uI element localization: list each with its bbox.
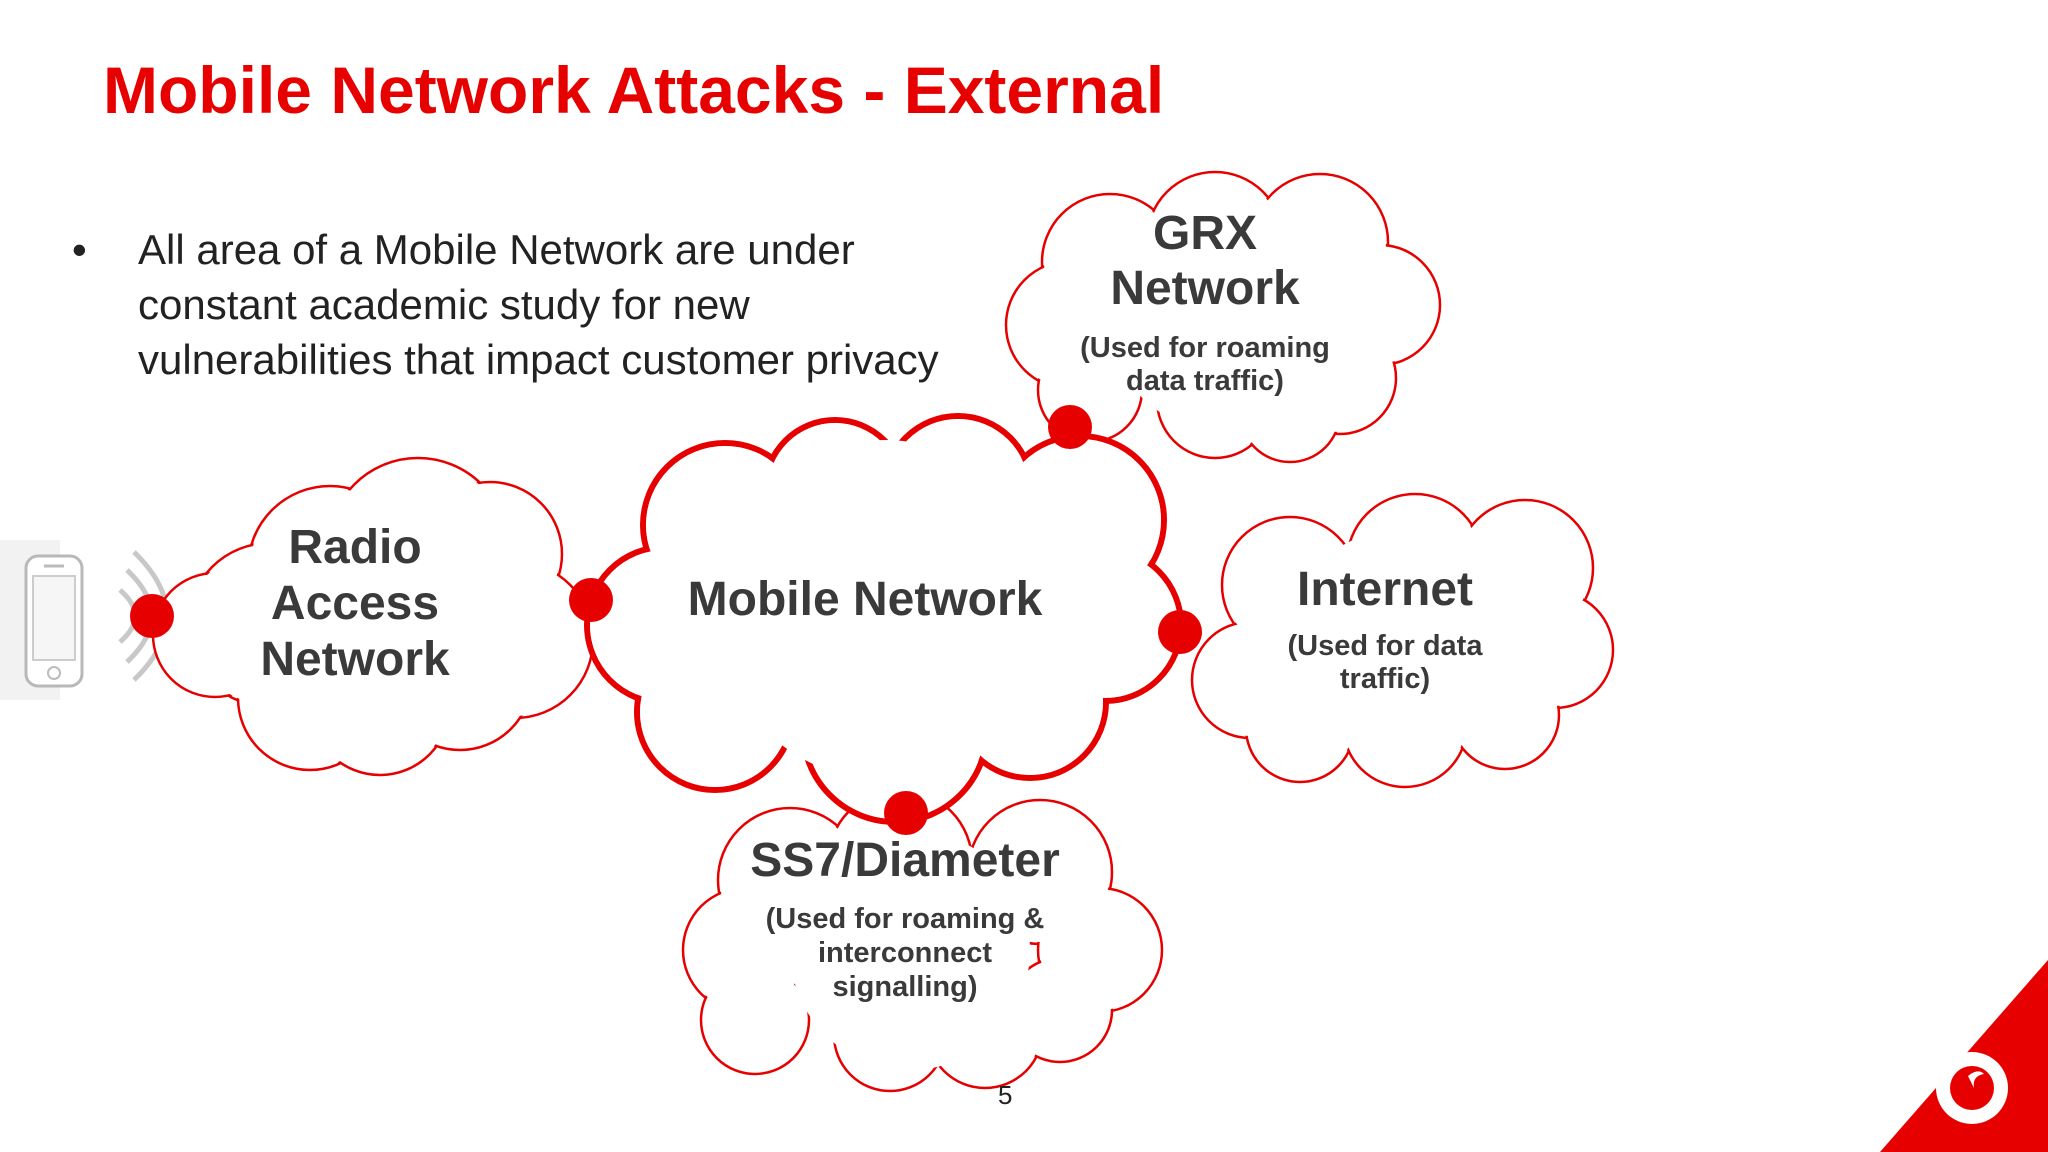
ss7-diameter-cloud [681,788,1164,1093]
bullet-symbol: • [72,226,87,273]
connection-dot-ss7 [884,791,928,835]
radio-access-network-label: Radio Access Network [230,520,480,688]
internet-label: Internet (Used for data traffic) [1250,560,1520,696]
radio-access-network-cloud [151,456,595,777]
mobile-network-label: Mobile Network [660,570,1070,630]
internet-subtitle: (Used for data traffic) [1287,630,1483,695]
connection-points [130,405,1202,835]
ss7-diameter-label: SS7/Diameter (Used for roaming & interco… [745,833,1065,1004]
connection-dot-grx [1048,405,1092,449]
mobile-network-cloud [584,413,1184,825]
radio-access-network-title: Radio Access Network [260,521,450,686]
connection-dot-internet [1158,610,1202,654]
internet-cloud [1190,492,1615,789]
connection-dot-radio [130,594,174,638]
vodafone-logo [1880,960,2048,1152]
mobile-network-title: Mobile Network [687,573,1043,626]
page-number: 5 [998,1080,1013,1110]
ss7-diameter-title: SS7/Diameter [750,834,1060,887]
grx-network-cloud [1004,170,1442,464]
grx-network-title: GRX Network [1110,207,1300,315]
connection-dot-ran-mobile [569,578,613,622]
ss7-diameter-subtitle: (Used for roaming & interconnect signall… [765,903,1045,1003]
smartphone-icon [0,540,84,700]
internet-title: Internet [1296,563,1473,616]
bullet-text: All area of a Mobile Network are under c… [138,226,939,383]
slide-title: Mobile Network Attacks - External [103,53,1165,127]
grx-network-subtitle: (Used for roaming data traffic) [1080,332,1330,397]
grx-network-label: GRX Network (Used for roaming data traff… [1060,206,1350,398]
